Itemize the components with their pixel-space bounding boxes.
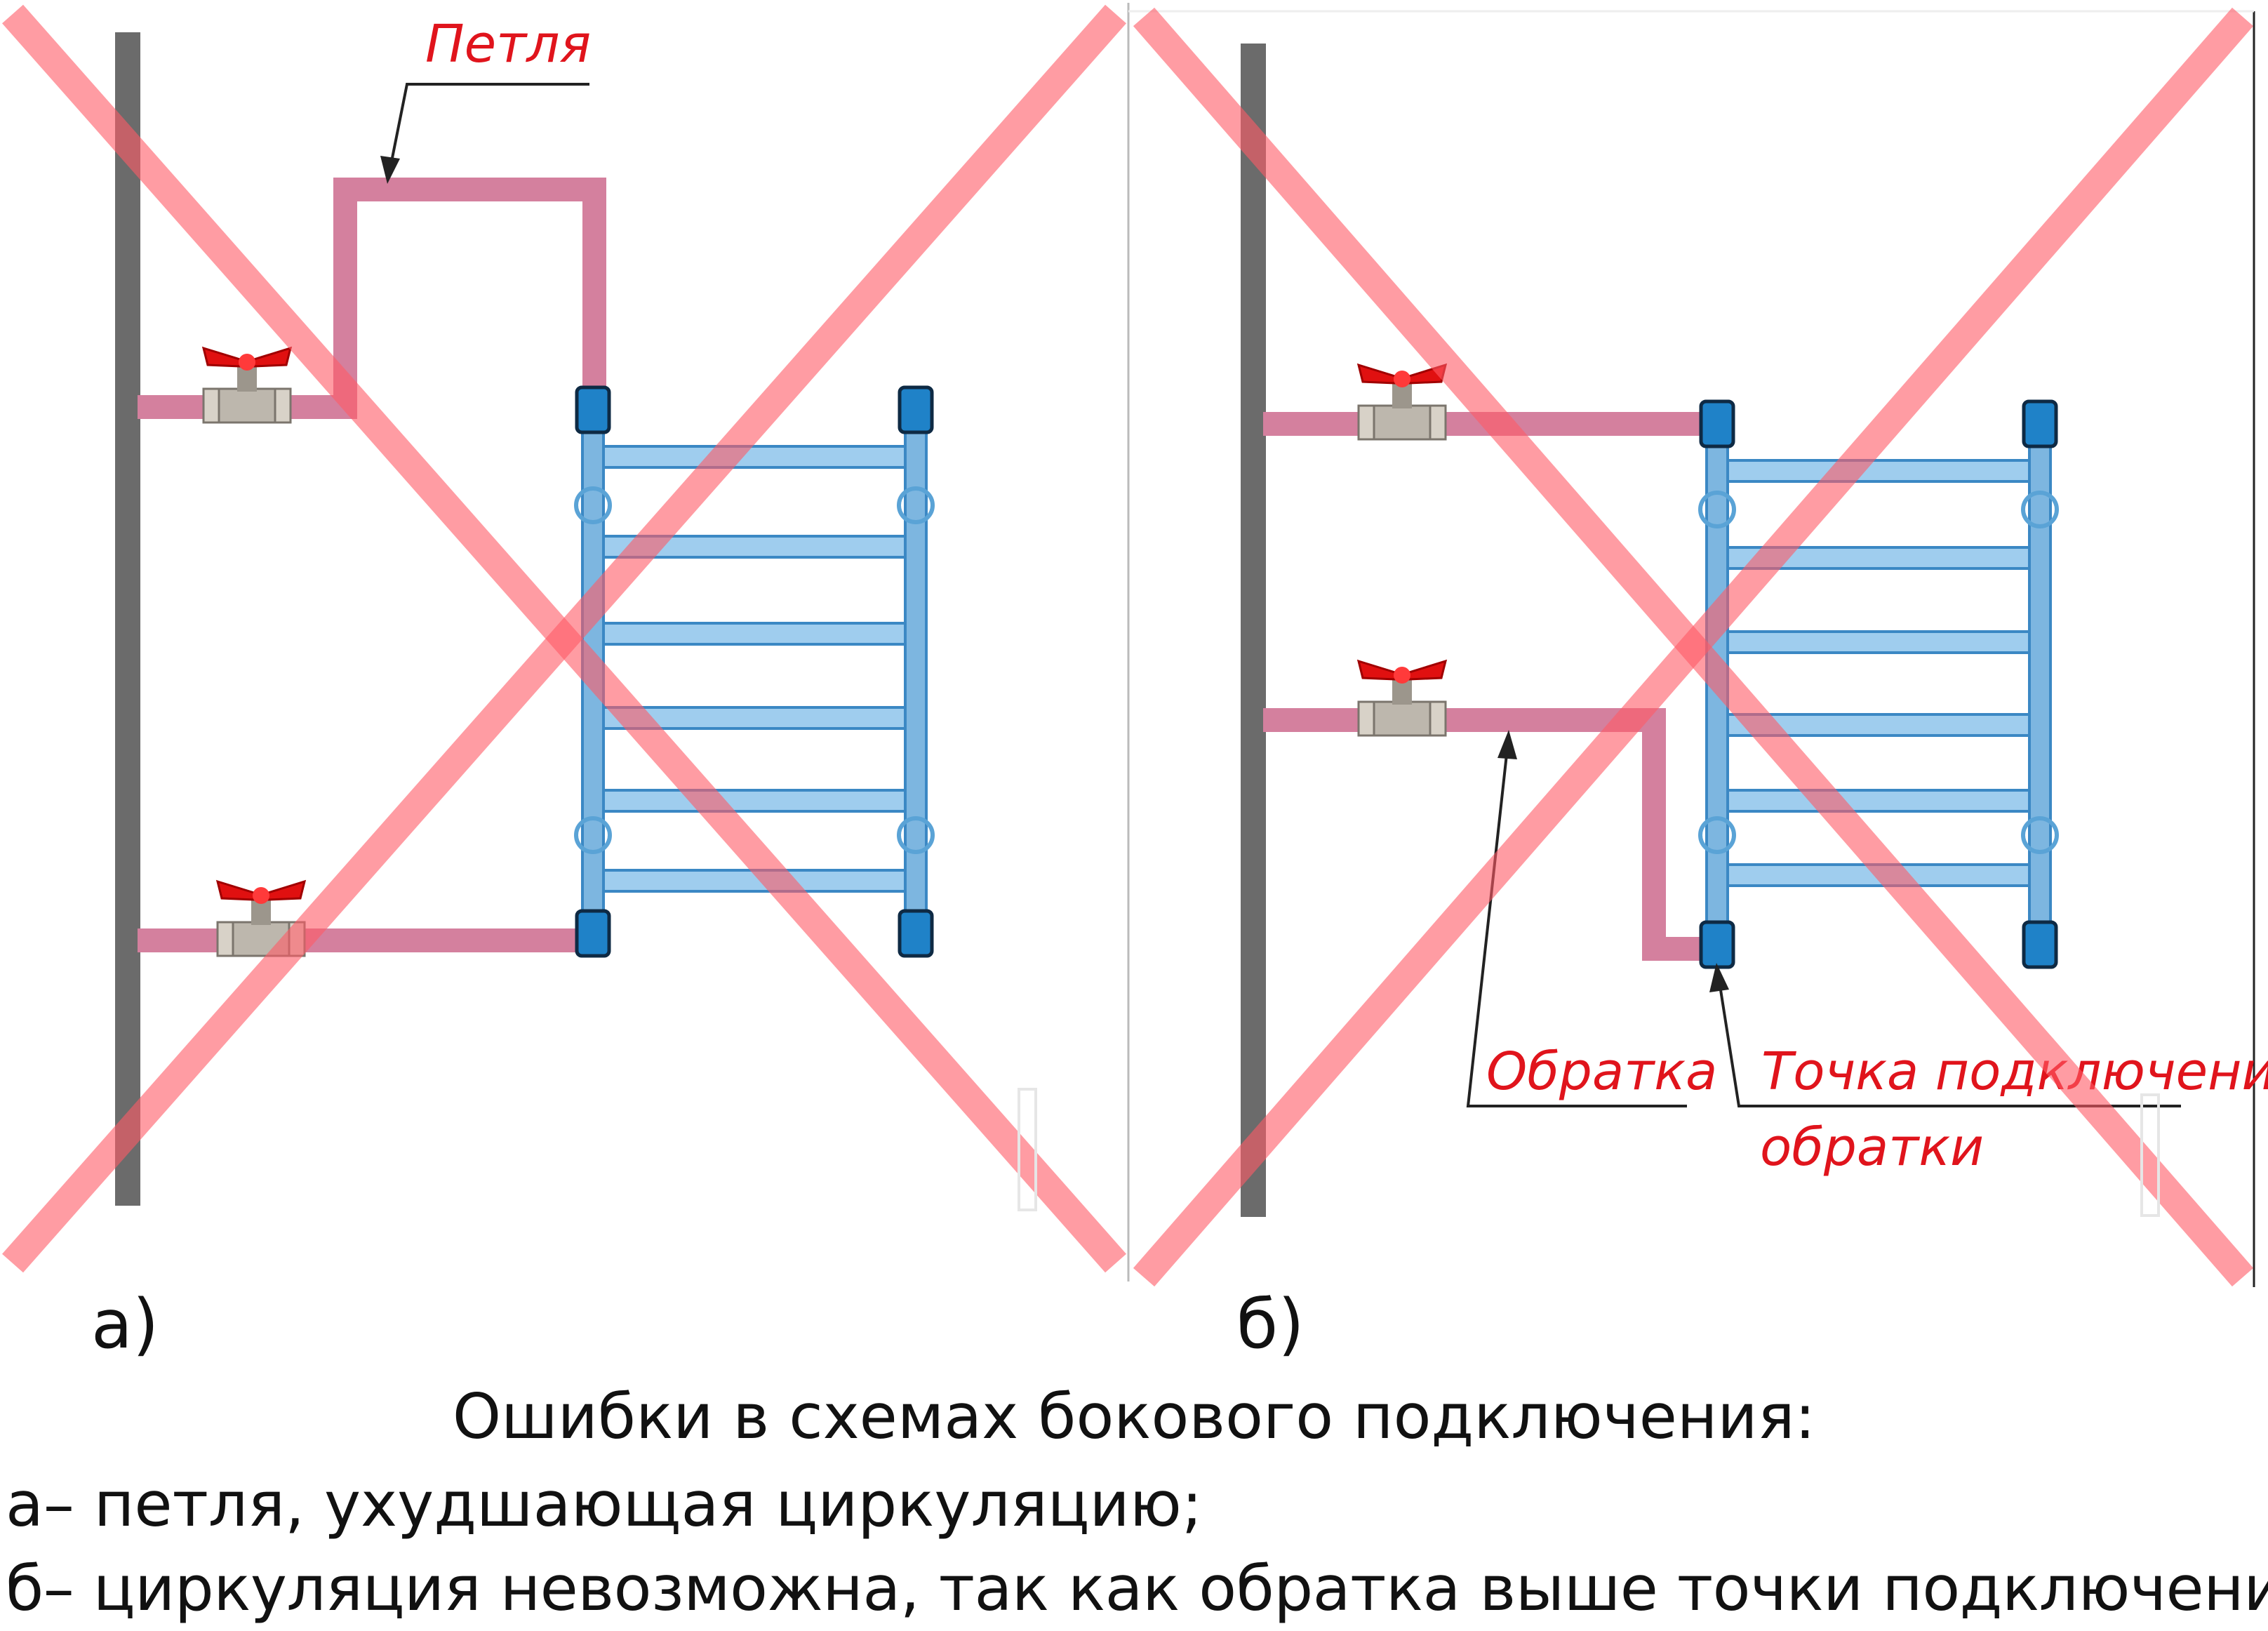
loop-label: Петля xyxy=(425,14,591,74)
wall-b xyxy=(1241,44,1266,1217)
caption-line-a: а– петля, ухудшающая циркуляцию; xyxy=(6,1468,1203,1540)
return-connection-cap xyxy=(1699,920,1735,969)
ball-valve-icon xyxy=(1357,660,1447,737)
panel-a-letter: а) xyxy=(91,1285,159,1364)
return-above-pipe xyxy=(1263,708,1718,961)
connection-point-label-cont: обратки xyxy=(1760,1117,1984,1178)
x-cross-icon xyxy=(1133,7,2254,1287)
leader-arrow-icon xyxy=(1709,963,2181,1107)
panel-b-letter: б) xyxy=(1236,1285,1305,1364)
panel-a: Петля а) xyxy=(2,4,1126,1364)
x-cross-icon xyxy=(2,4,1126,1273)
towel-radiator-a xyxy=(575,385,933,958)
wall-a xyxy=(115,32,140,1206)
towel-radiator-b xyxy=(1699,399,2057,969)
panel-b: Обратка Точка подключения обратки б) xyxy=(1127,3,2268,1364)
radiator-cap-top-left-a xyxy=(575,385,611,434)
leader-arrow-icon xyxy=(380,83,589,184)
ball-valve-icon xyxy=(202,347,292,424)
return-label: Обратка xyxy=(1486,1041,1717,1102)
pipes-a xyxy=(138,178,606,952)
connection-point-label: Точка подключения xyxy=(1761,1041,2268,1102)
caption-title: Ошибки в схемах бокового подключения: xyxy=(452,1380,1816,1453)
ball-valve-icon xyxy=(1357,364,1447,441)
caption-line-b: б– циркуляция невозможна, так как обратк… xyxy=(6,1552,2268,1625)
